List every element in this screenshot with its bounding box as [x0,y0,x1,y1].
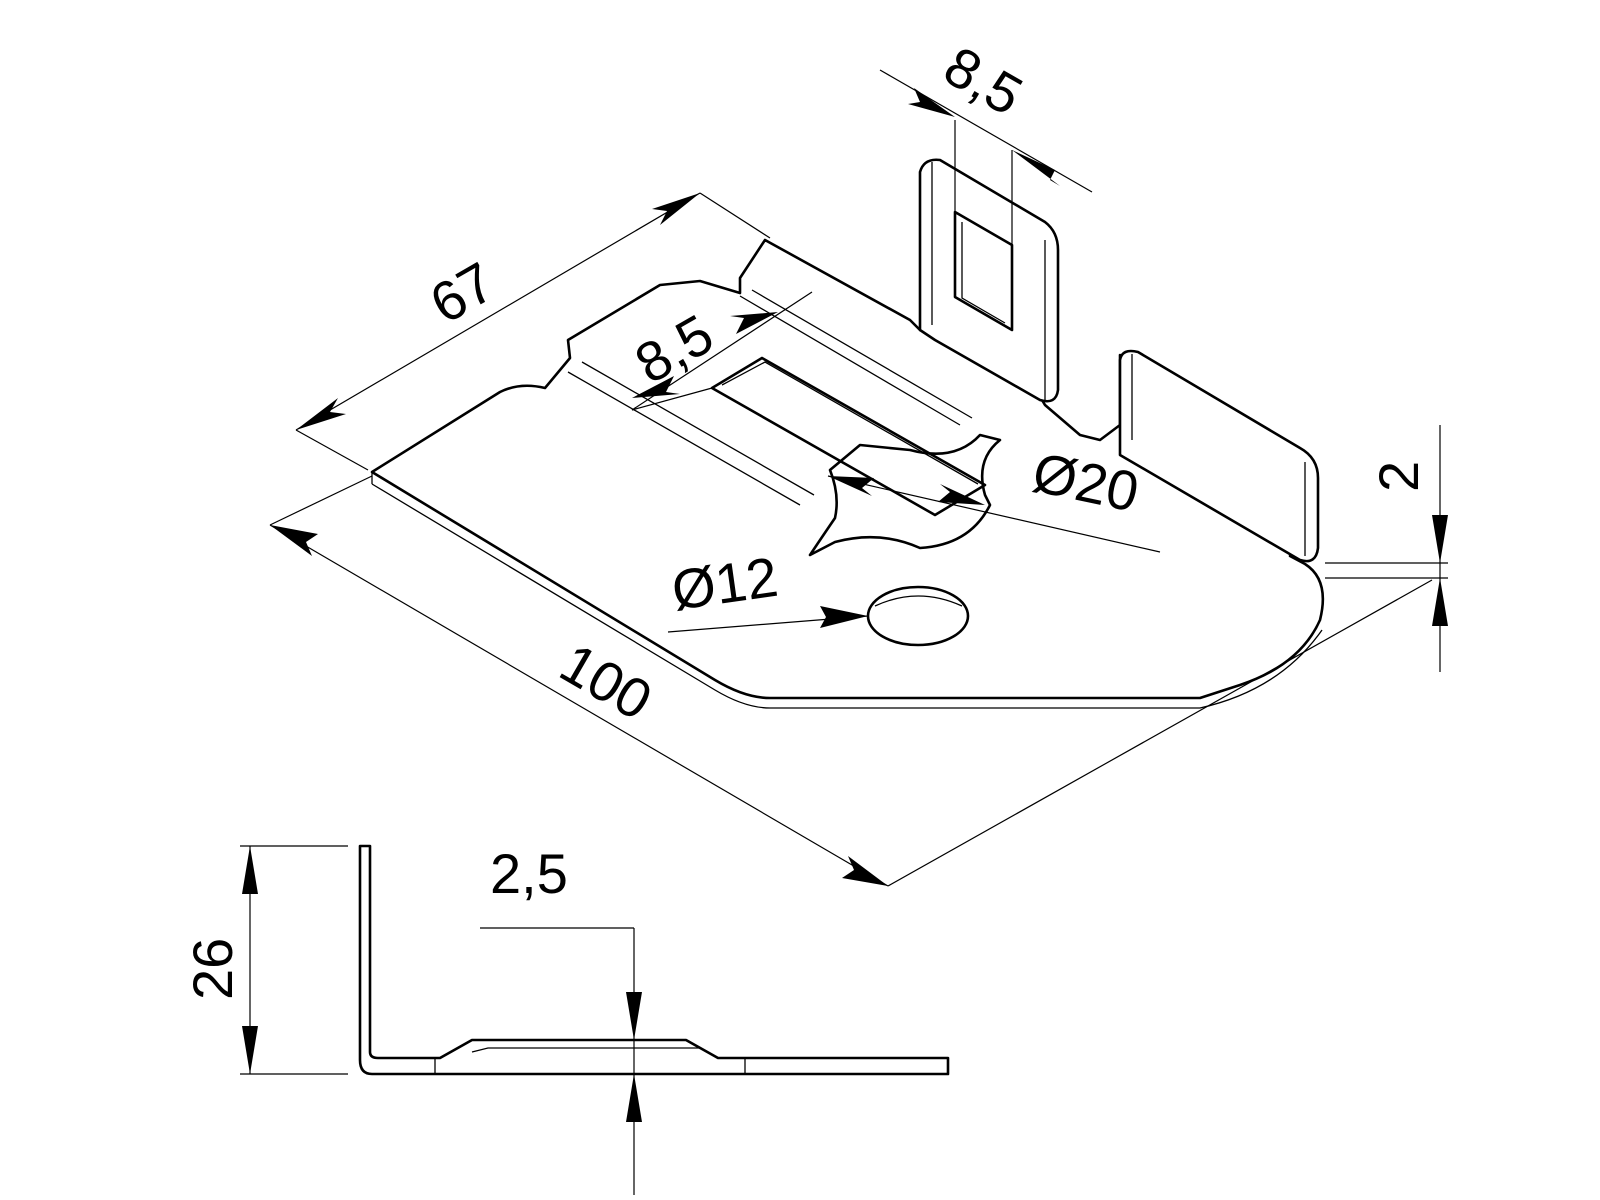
dim-arrow [1012,150,1060,186]
dim-arrow [1432,578,1448,626]
dim-label-hole-small: Ø12 [668,545,782,622]
dim-hole-small: Ø12 [668,545,869,633]
dim-height: 26 [181,845,348,1075]
side-profile [358,844,950,1076]
dim-arrow [632,376,680,398]
base-slot [710,356,987,517]
base-slot-inner [721,361,979,485]
dim-arrow [820,606,868,628]
base-plate-thickness [371,483,1323,709]
dim-label-length: 100 [550,631,662,732]
dim-label-offset: 2,5 [490,842,568,905]
tab-slot-inner [961,222,1006,324]
right-flange [1118,349,1320,563]
dim-arrow [626,1074,642,1122]
dim-arrow [1432,515,1448,563]
tab-slot [953,210,1014,332]
dim-arrow [242,846,258,894]
dim-arrow [730,312,778,334]
dim-arrow [938,484,985,505]
dim-offset: 2,5 [480,842,642,1195]
isometric-view: 8,5 67 8,5 Ø20 [269,34,1448,887]
dim-thickness: 2 [1325,425,1448,672]
raised-channel [567,289,973,506]
dim-label-height: 26 [181,938,244,1000]
dim-arrow [828,476,874,496]
base-plate-outline [370,238,1325,700]
dim-arrow [652,193,700,225]
keyhole-cut [808,433,1002,557]
dim-arrow [842,856,888,886]
dim-label-thickness: 2 [1367,461,1430,492]
side-view: 26 2,5 [181,842,950,1195]
dim-hole-large: Ø20 [827,440,1161,553]
dim-arrow [242,1026,258,1074]
upright-tab-thickness [931,162,1046,400]
dim-arrow [296,398,346,430]
hole-small-inner [874,595,963,607]
upright-tab [918,158,1060,403]
dim-arrow [270,525,318,556]
dim-arrow [626,992,642,1040]
dim-label-width: 67 [420,250,505,336]
right-flange-thickness [1131,354,1306,556]
side-profile-inner [434,1047,746,1074]
dim-arrow [908,88,955,117]
dim-label-base-slot: 8,5 [625,302,724,395]
